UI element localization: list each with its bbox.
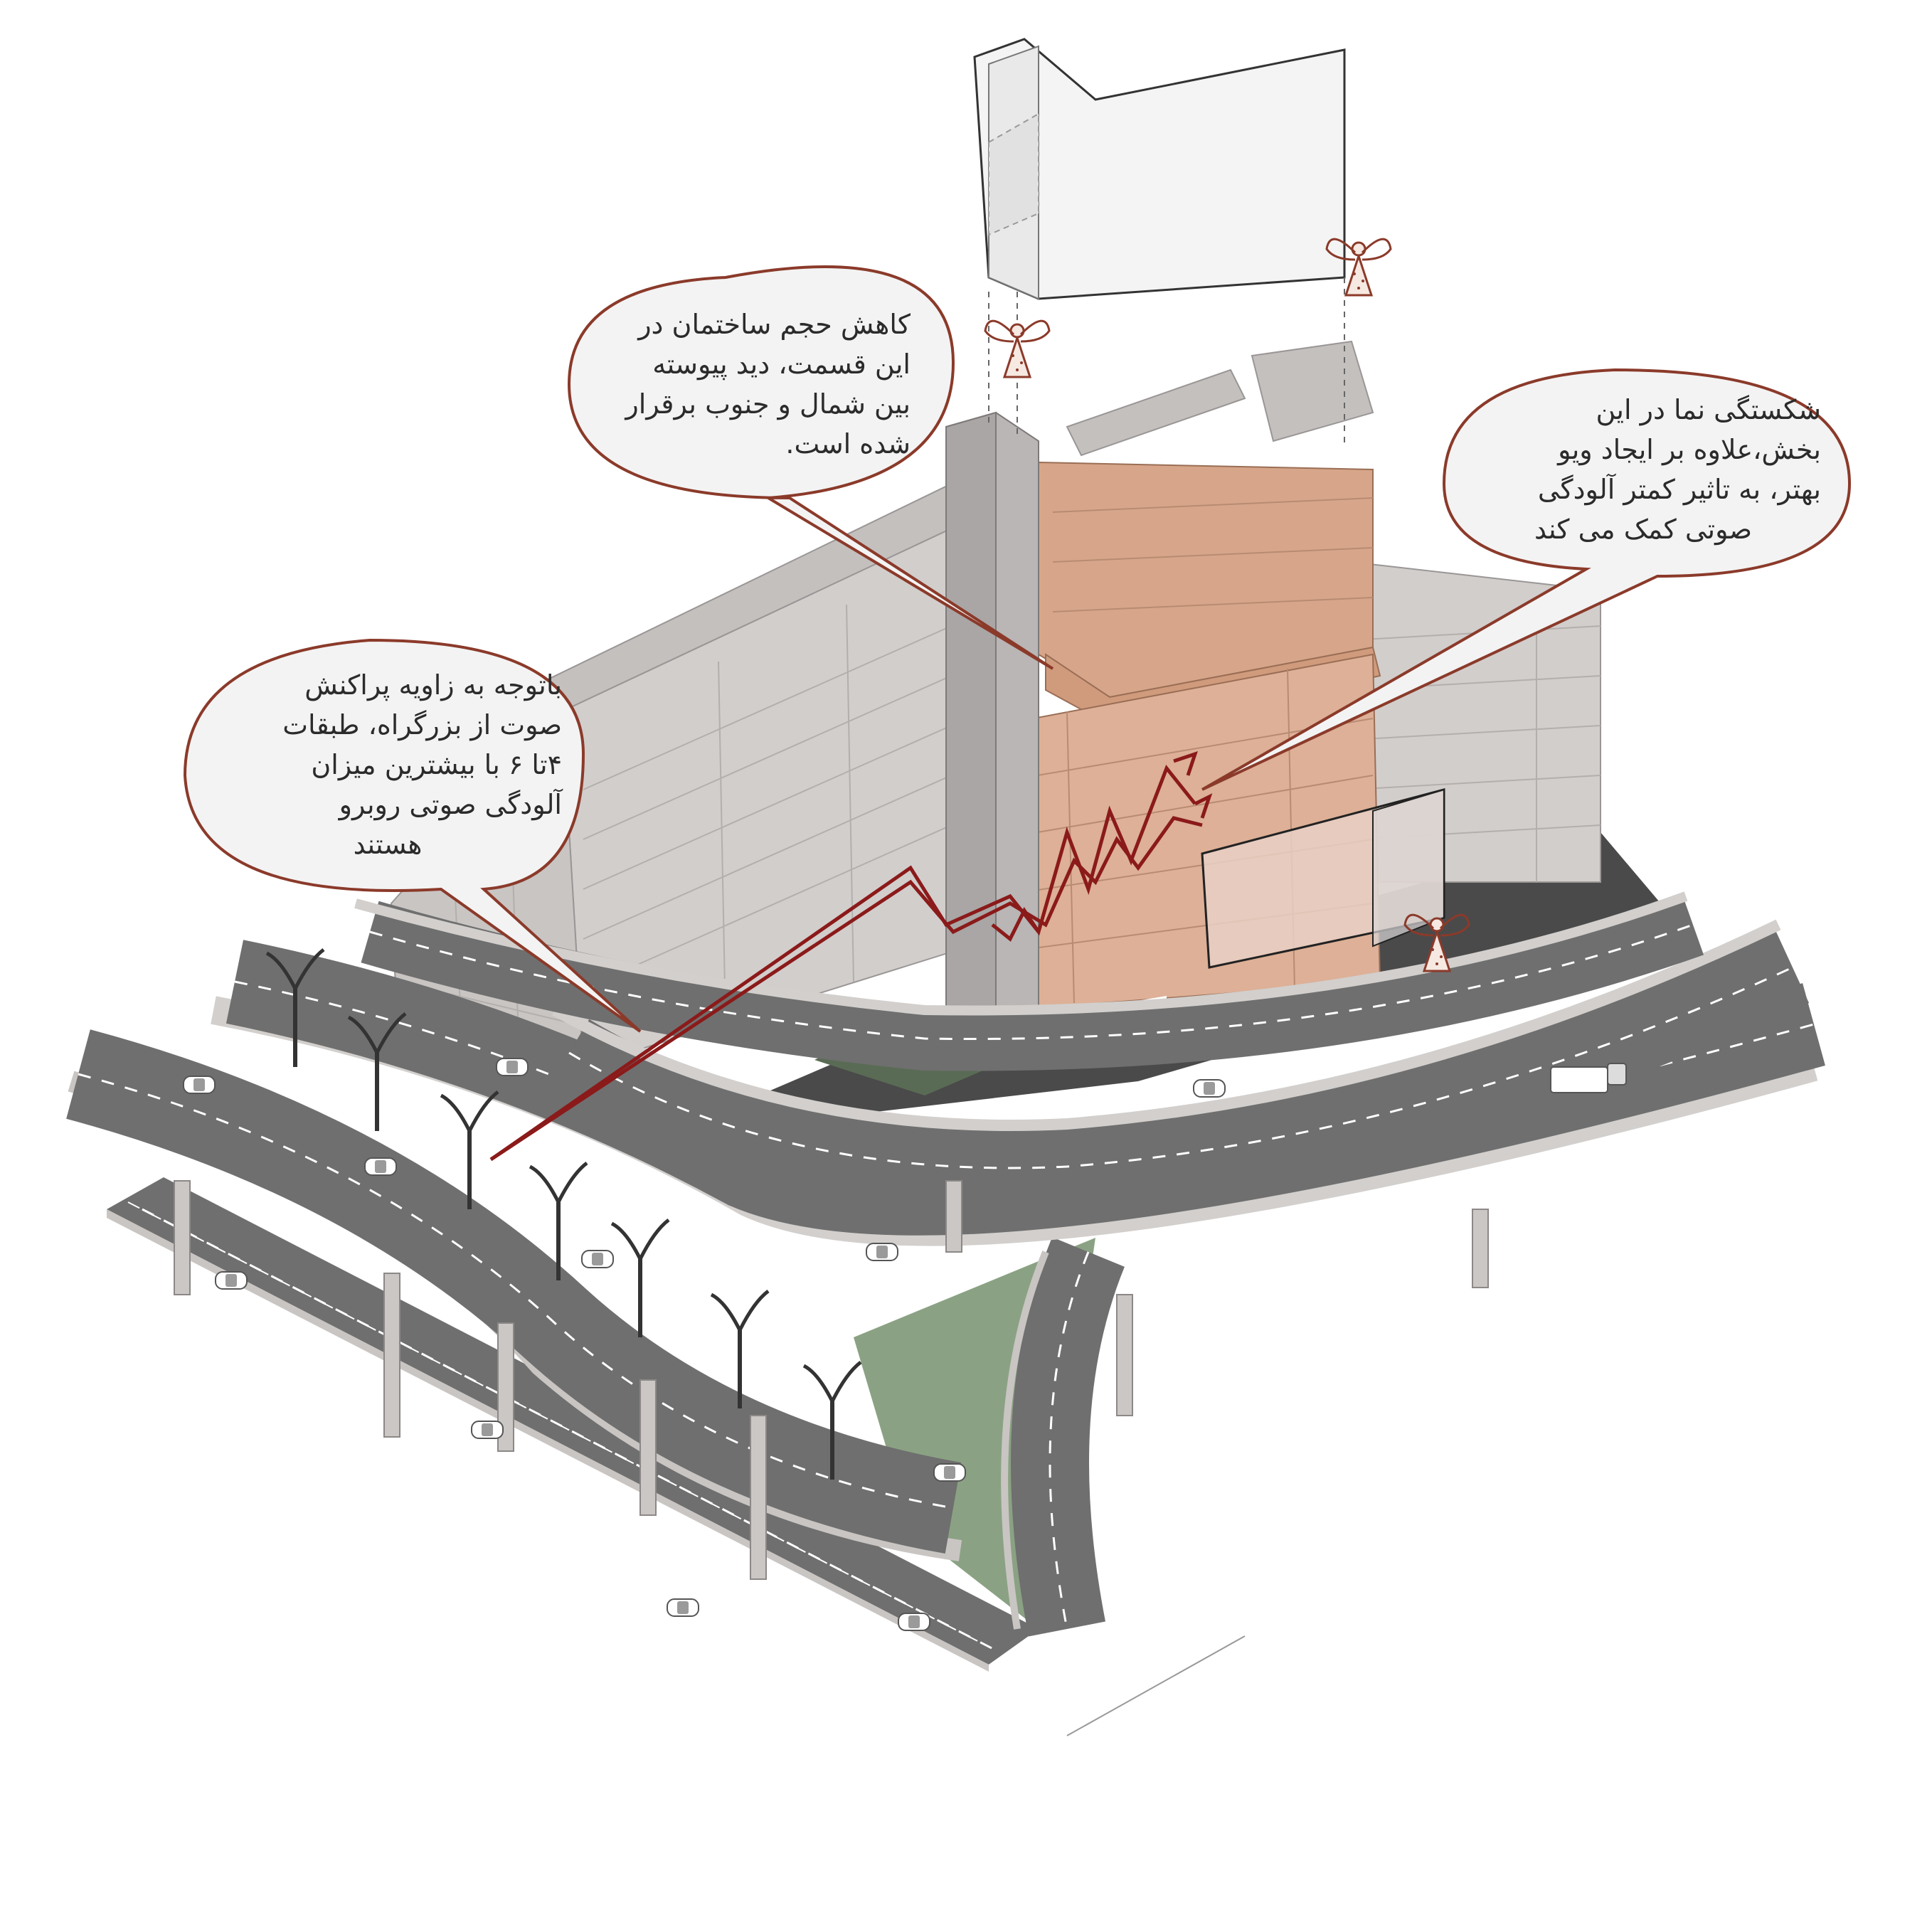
lower-highway: [107, 1177, 1039, 1672]
noise-propagation-lines: [489, 751, 1213, 1162]
callout-line: کاهش حجم ساختمان در: [638, 309, 911, 340]
car-icon: [471, 1421, 504, 1439]
car-icon: [496, 1058, 529, 1076]
car-icon: [898, 1613, 930, 1631]
car-icon: [581, 1250, 614, 1268]
car-icon: [364, 1157, 397, 1176]
highway-piers: [174, 1180, 1489, 1580]
car-icon: [933, 1463, 966, 1482]
callout-line: شکستگی نما در این: [1596, 394, 1821, 425]
circulation-core: [945, 411, 1039, 1054]
callout-line: ۴تا ۶ با بیشترین میزان: [311, 749, 562, 780]
callout-line: آلودگی صوتی روبرو: [339, 789, 562, 820]
angel-figure-icon: [984, 319, 1051, 378]
callout-noise-floors: [183, 638, 642, 1033]
car-icon: [215, 1271, 248, 1290]
callout-line: باتوجه به زاویه پراکنش: [304, 669, 562, 701]
callout-line: صوت از بزرگراه، طبقات: [282, 709, 562, 741]
callout-line: هستند: [353, 829, 423, 860]
car-icon: [667, 1598, 699, 1617]
callout-volume-reduction: [567, 265, 1054, 670]
callout-noise-floors-text: باتوجه به زاویه پراکنش صوت از بزرگراه، ط…: [213, 665, 562, 864]
callout-line: این قسمت، دید پیوسته: [652, 349, 911, 380]
callout-facade-break: [1201, 368, 1852, 791]
callout-line: صوتی کمک می کند: [1534, 514, 1752, 545]
site-line: [1066, 1635, 1246, 1736]
callout-volume-reduction-text: کاهش حجم ساختمان در این قسمت، دید پیوسته…: [612, 304, 911, 464]
callout-line: بخش،علاوه بر ایجاد ویو: [1558, 434, 1821, 465]
truck-icon: [1550, 1063, 1627, 1093]
vehicles: [183, 1058, 1627, 1631]
removed-top-volume: [973, 38, 1346, 448]
callout-line: بهتر، به تاثیر کمتر آلودگی: [1537, 474, 1821, 505]
callout-facade-break-text: شکستگی نما در این بخش،علاوه بر ایجاد ویو…: [1465, 390, 1821, 549]
car-icon: [183, 1076, 216, 1094]
car-icon: [1193, 1079, 1226, 1098]
upper-highway: [66, 891, 1825, 1561]
car-icon: [866, 1243, 898, 1261]
callout-line: شده است.: [785, 428, 911, 460]
callout-line: بین شمال و جنوب برقرار: [625, 388, 911, 420]
